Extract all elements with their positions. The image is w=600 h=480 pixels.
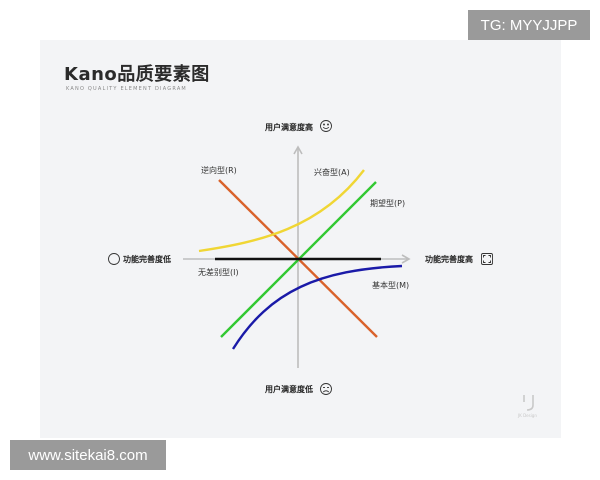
attractive-curve: [198, 169, 365, 253]
page-title: Kano品质要素图: [64, 64, 210, 85]
axis-label-bottom: 用户满意度低: [264, 384, 313, 394]
smile-face-icon: [320, 120, 332, 132]
must-be-label: 基本型(M): [372, 280, 409, 290]
one-dimensional-label: 期望型(P): [370, 198, 405, 208]
corner-logo-text: JK Design: [518, 413, 537, 418]
reverse-label: 逆向型(R): [201, 165, 237, 175]
indifferent-label: 无差别型(I): [198, 267, 239, 277]
axis-label-right: 功能完善度高: [425, 254, 473, 264]
diagram-card: [40, 40, 561, 438]
attractive-label: 兴奋型(A): [314, 167, 350, 177]
page-subtitle: KANO QUALITY ELEMENT DIAGRAM: [66, 86, 187, 92]
axis-label-left: 功能完善度低: [123, 254, 171, 264]
must-be-curve: [231, 264, 403, 350]
empty-circle-icon: [108, 253, 120, 265]
y-axis-arrow: [293, 145, 303, 155]
watermark-top: TG: MYYJJPP: [468, 10, 590, 40]
axis-label-top: 用户满意度高: [264, 122, 313, 132]
corner-logo-icon: [523, 395, 534, 411]
frown-face-icon: [320, 383, 332, 395]
x-axis-arrow: [401, 254, 411, 264]
full-frame-icon: [481, 253, 493, 265]
watermark-bottom: www.sitekai8.com: [10, 440, 166, 470]
